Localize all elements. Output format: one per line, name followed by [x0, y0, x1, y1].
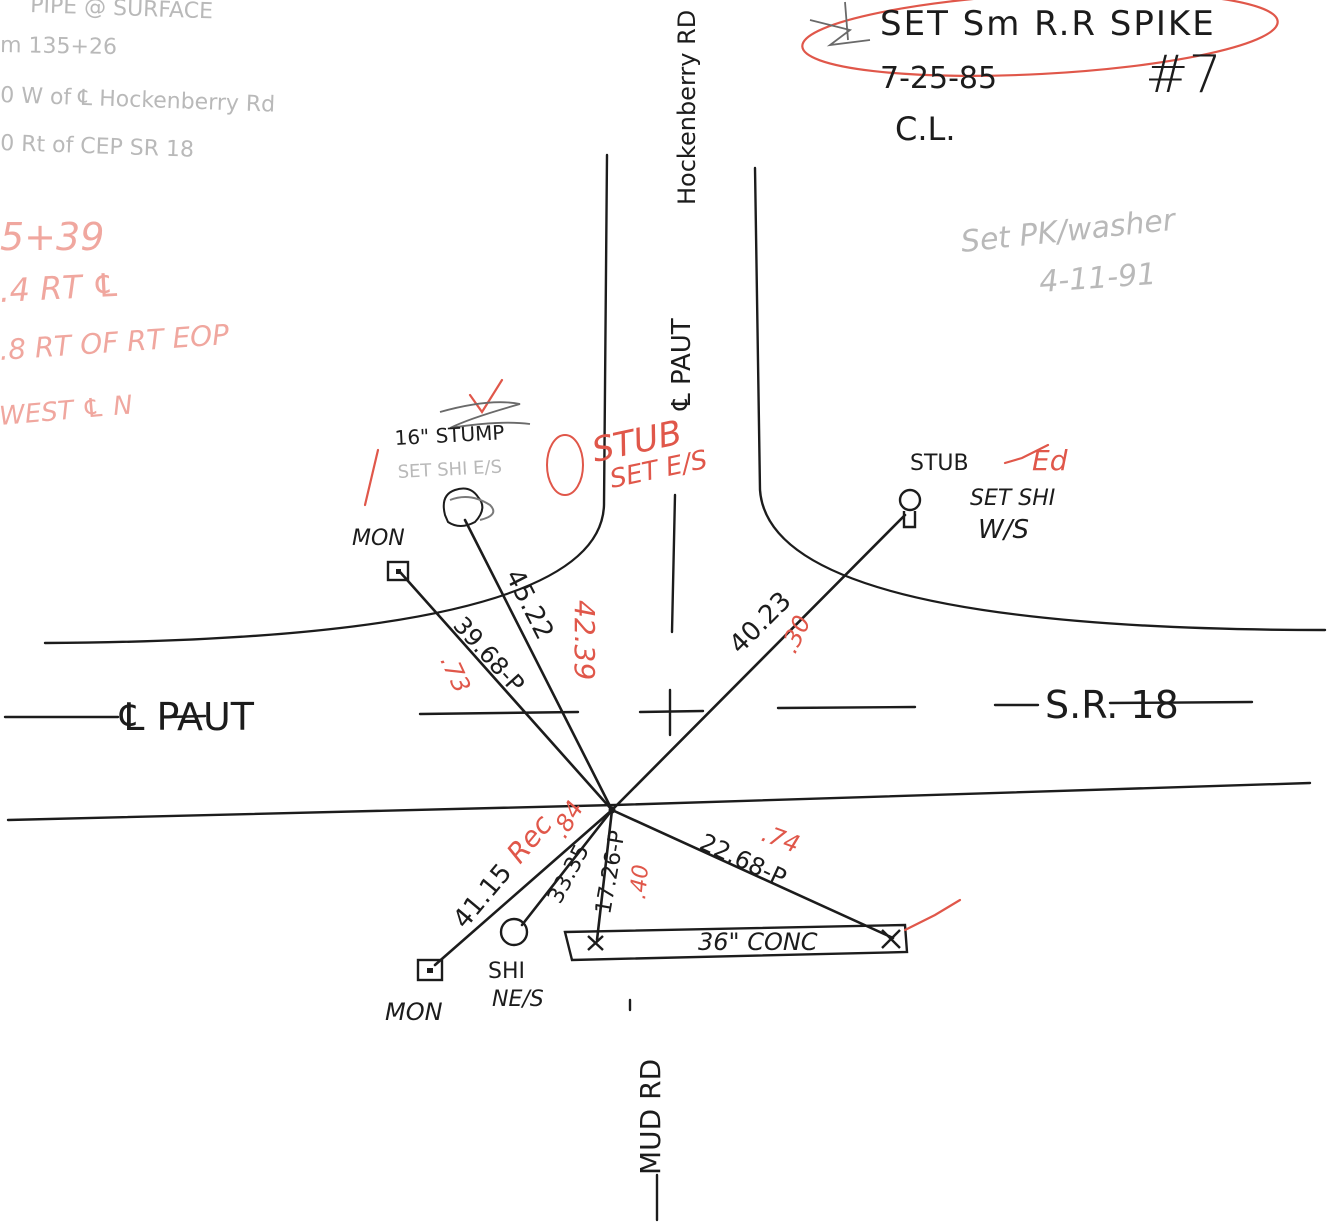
monument-nw-icon [386, 560, 410, 582]
mon-nw-label: MON [352, 526, 405, 551]
shi-sw-sub-label: NE/S [492, 987, 544, 1012]
header-initials: C.L. [895, 110, 956, 148]
tie-line-culvert-w [595, 808, 614, 942]
shi-sw-label: SHI [488, 959, 525, 984]
header-left-line3: 0 W of ℄ Hockenberry Rd [0, 83, 276, 118]
dist-shi-sw: 33.35 [543, 840, 595, 907]
stump-sub-label: SET SHI E/S [397, 457, 502, 483]
check-culvert [903, 898, 962, 932]
header-left-red-line1: 5+39 [0, 215, 104, 259]
header-left-red-notes: 5+39 .4 RT ℄ .8 RT OF RT EOP WEST ℄ N [0, 215, 230, 432]
stub-ne-red-label: Ed [1032, 444, 1068, 477]
centerline-dash-3 [418, 710, 580, 716]
header-scribble [809, 1, 871, 47]
header-date: 7-25-85 [880, 61, 997, 96]
dist-culvert-w-red: .40 [626, 863, 654, 900]
centerline-dash-4 [638, 709, 705, 714]
centerline-dash-7 [1108, 700, 1254, 705]
culvert-pipe-icon [563, 923, 909, 962]
header-number: #7 [1145, 45, 1222, 105]
stump-icon [442, 487, 495, 527]
monument-sw-dot [427, 968, 433, 973]
stub-ne-label: STUB [910, 451, 969, 476]
north-road-east-edge [753, 166, 1327, 632]
red-check-marks [363, 378, 1050, 932]
dist-stump-red: 42.39 [568, 600, 601, 680]
header-right: SET Sm R.R SPIKE 7-25-85 C.L. #7 [880, 4, 1222, 148]
tie-line-stump [463, 518, 614, 812]
header-title: SET Sm R.R SPIKE [880, 4, 1216, 44]
check-stump [468, 378, 504, 414]
header-note1: Set PK/washer [959, 202, 1178, 259]
header-left-line1: PIPE @ SURFACE [30, 0, 214, 24]
header-red-oval [801, 0, 1279, 77]
main-centerline-label: ℄ PAUT [119, 695, 255, 739]
stub-ne-sub-label: SET SHI [970, 486, 1055, 511]
mon-sw-label: MON [385, 998, 443, 1026]
monument-nw-dot [396, 569, 401, 574]
stub-ne-icon [898, 488, 922, 529]
check-stub-ne [1003, 443, 1050, 465]
south-road-name: MUD RD [634, 1059, 667, 1175]
culvert-label: 36" CONC [698, 928, 818, 956]
header-left-line4: 0 Rt of CEP SR 18 [0, 131, 194, 163]
header-left-red-line2: .4 RT ℄ [0, 266, 122, 310]
tie-line-shi-sw [520, 808, 614, 927]
header-left-line2: m 135+26 [0, 33, 117, 60]
dist-mon-nw-red: .73 [435, 651, 477, 697]
header-left-notes: PIPE @ SURFACE m 135+26 0 W of ℄ Hockenb… [0, 0, 276, 163]
header-left-red-line4: WEST ℄ N [0, 390, 134, 432]
north-road-name: Hockenberry RD [673, 10, 701, 205]
tie-line-mon-sw [433, 808, 614, 967]
north-centerline-label: ℄ PAUT [667, 318, 697, 411]
header-left-red-line3: .8 RT OF RT EOP [0, 318, 230, 367]
tie-line-stub-ne [610, 513, 907, 812]
stub-ne-sub-label2: W/S [978, 515, 1029, 545]
tie-line-culvert-e [610, 808, 895, 940]
north-centerline-dash [670, 493, 677, 634]
header-note2: 4-11-91 [1038, 257, 1157, 300]
tie-lines [398, 513, 907, 967]
main-road-name: S.R. 18 [1045, 683, 1179, 727]
stump-label: 16" STUMP [394, 420, 505, 450]
cl-spike-point [608, 806, 616, 814]
centerline-dash-2 [166, 714, 207, 719]
centerline-dash-5 [776, 705, 917, 710]
monument-sw-icon [416, 958, 444, 982]
stub-red-circle-icon [546, 434, 584, 496]
shi-sw-icon [499, 917, 529, 947]
slash-stump [363, 448, 380, 507]
header-right-pale-notes: Set PK/washer 4-11-91 [959, 202, 1178, 299]
road-lines [3, 153, 1327, 1222]
stump-scribble [439, 401, 531, 429]
main-road-south-edge [6, 781, 1312, 822]
north-road-west-edge [43, 153, 609, 645]
dist-culvert-w: 17.26-P [591, 829, 630, 916]
dist-mon-sw-red: Rec [500, 808, 559, 870]
tie-line-mon-nw [398, 570, 614, 812]
dist-culvert-e-red: .74 [758, 819, 803, 858]
